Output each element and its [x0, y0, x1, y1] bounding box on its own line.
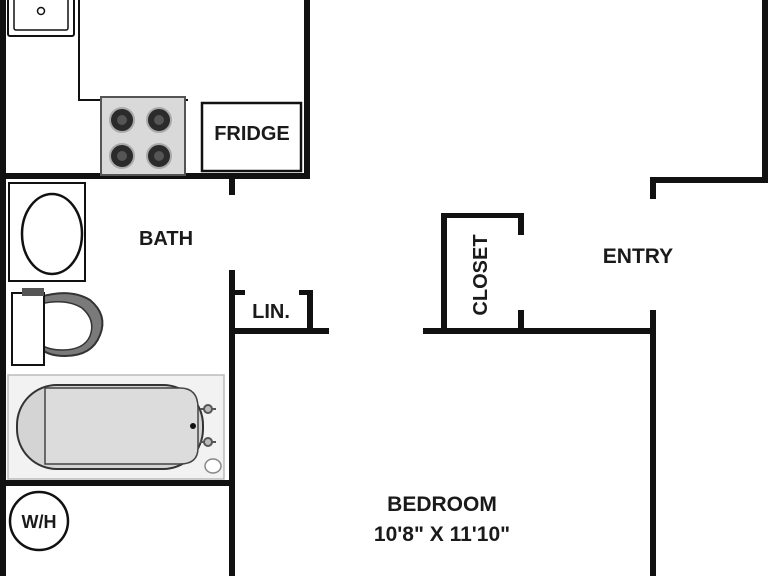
bedroom-dimensions: 10'8" X 11'10" — [374, 523, 510, 546]
wall-linen-right — [307, 290, 313, 332]
sink-icon — [7, 0, 75, 37]
water-heater-label: W/H — [22, 512, 57, 532]
bathtub-icon — [7, 374, 225, 480]
wall-closet-top — [441, 213, 524, 218]
wall-right-exterior — [762, 0, 768, 183]
wall-entry-stub — [650, 177, 656, 199]
kitchen-counter — [78, 0, 188, 101]
bath: BATH LIN. — [7, 182, 290, 480]
wall-bedroom-right — [650, 310, 656, 576]
water-heater: W/H — [8, 490, 70, 552]
faucet-icon — [200, 404, 216, 447]
water-heater-icon — [8, 490, 70, 552]
bath-label: BATH — [139, 228, 193, 250]
wall-closet-right-upper — [518, 213, 524, 235]
stove-icon — [100, 96, 186, 176]
wall-kitchen-right — [304, 0, 310, 178]
wall-closet-left — [441, 213, 447, 334]
wall-closet-right-lower — [518, 310, 524, 334]
sink-icon — [8, 182, 86, 282]
wall-linen-bottom — [229, 328, 329, 334]
wall-left-exterior — [0, 0, 6, 576]
fridge-label: FRIDGE — [214, 123, 290, 145]
closet-label: CLOSET — [470, 234, 492, 315]
wall-bedroom-top — [423, 328, 656, 334]
kitchen: FRIDGE — [7, 0, 303, 176]
fridge: FRIDGE — [200, 101, 303, 173]
wall-linen-top-left — [229, 290, 245, 295]
wall-bath-right-stub — [229, 178, 235, 195]
bedroom-label: BEDROOM — [387, 493, 497, 516]
linen-closet-label: LIN. — [252, 301, 290, 323]
drain-icon — [190, 423, 196, 429]
entry-label: ENTRY — [603, 245, 673, 268]
wall-bath-right — [229, 270, 235, 576]
wall-linen-top-right — [299, 290, 313, 295]
wall-entry-top — [650, 177, 768, 183]
toilet-icon — [11, 288, 104, 366]
wall-bath-wh — [0, 480, 235, 486]
